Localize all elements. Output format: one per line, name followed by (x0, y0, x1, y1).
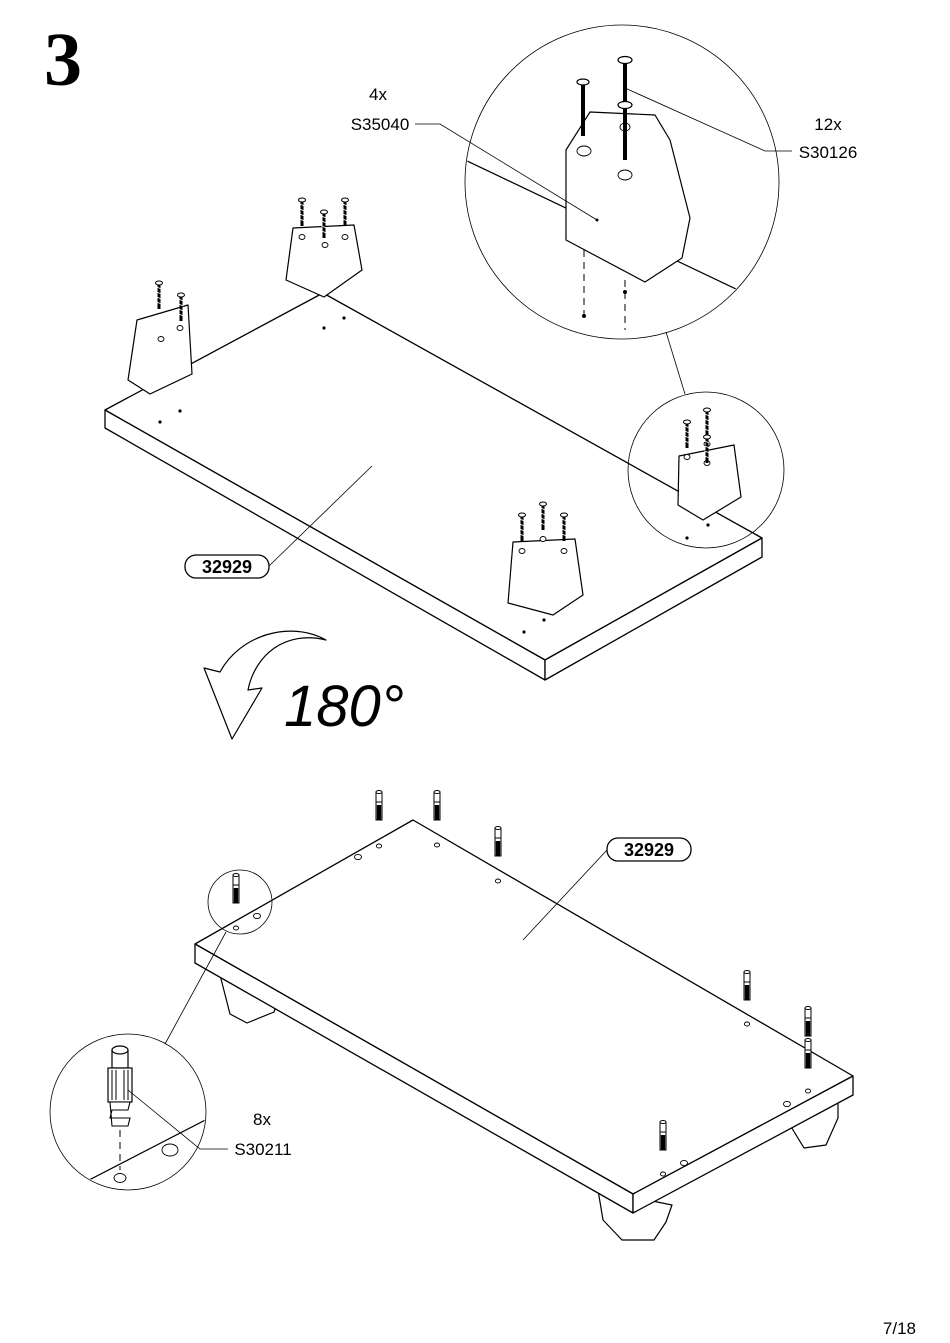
top-board (105, 293, 762, 680)
bottom-board (195, 820, 853, 1213)
detail-circle-dowel (50, 1034, 215, 1195)
screws-count: 12x (814, 115, 842, 134)
feet-part-number: S35040 (351, 115, 410, 134)
dowels-count: 8x (253, 1110, 271, 1129)
dowels-leader-line (128, 1090, 228, 1149)
feet-count: 4x (369, 85, 387, 104)
foot-left (128, 281, 192, 394)
page-number: 7/18 (883, 1319, 916, 1338)
dowels-part-number: S30211 (234, 1140, 291, 1159)
screws-part-number: S30126 (799, 143, 858, 162)
svg-text:32929: 32929 (202, 557, 252, 577)
rotation-label: 180° (284, 674, 404, 739)
detail-connector (666, 332, 685, 394)
svg-text:32929: 32929 (624, 840, 674, 860)
foot-back (286, 198, 362, 297)
foot-right (678, 408, 741, 520)
step-number: 3 (44, 18, 82, 102)
detail-circle-large (465, 25, 780, 339)
